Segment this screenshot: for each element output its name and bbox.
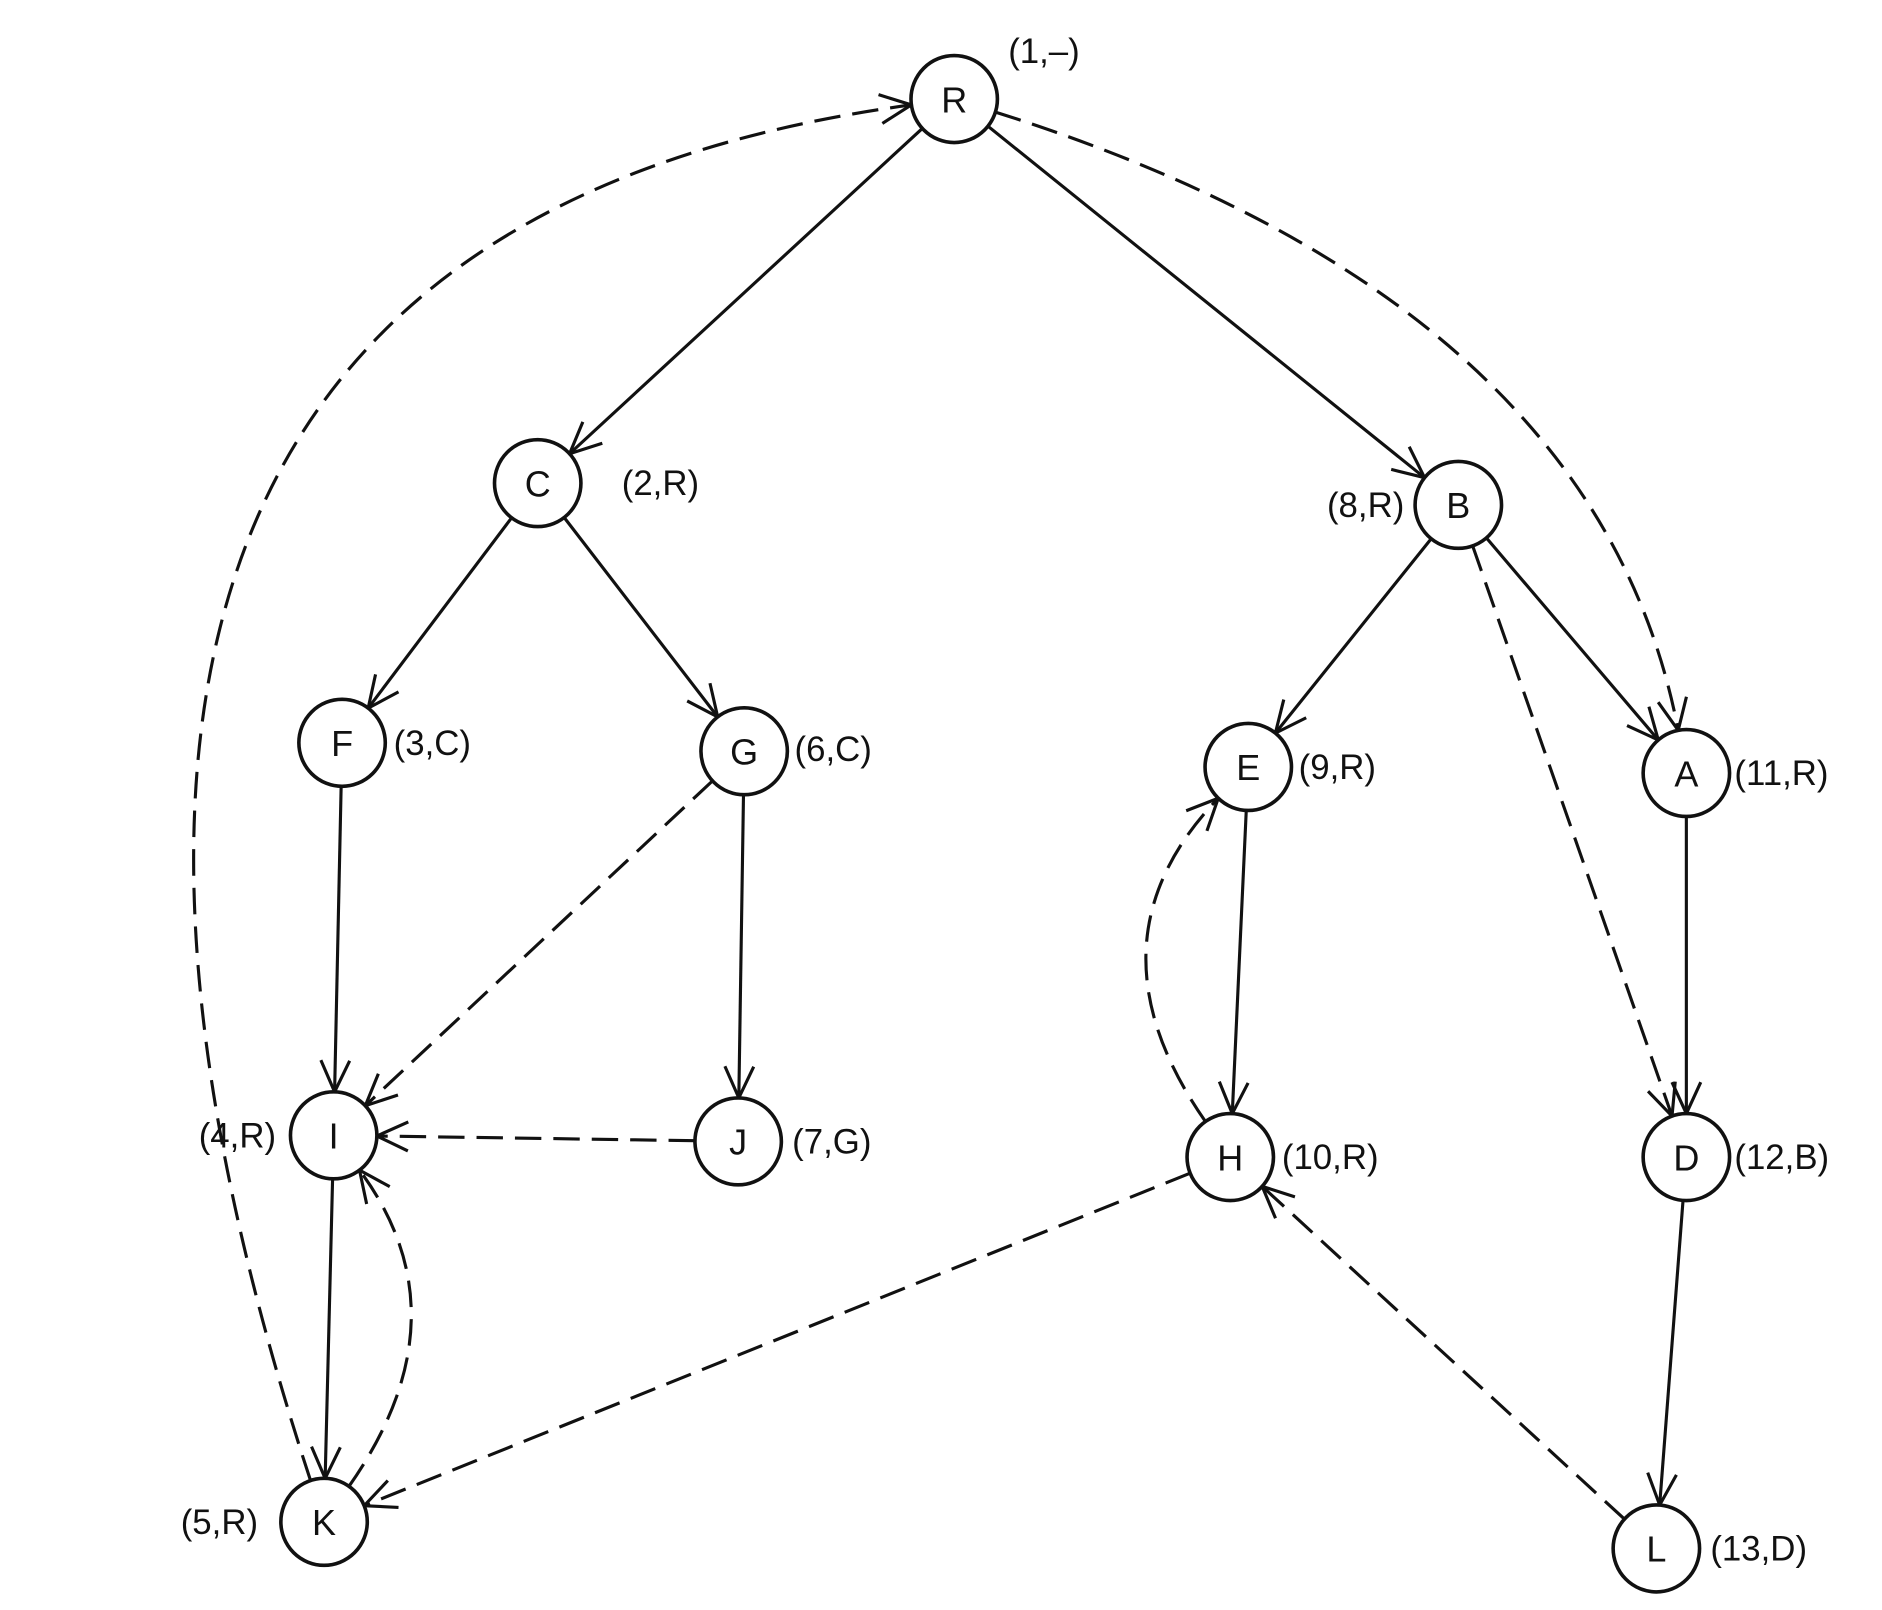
node-circle [699, 705, 790, 797]
edge-r-to-c [568, 127, 924, 455]
node-label: F [331, 723, 353, 764]
arrowhead-icon [1646, 1081, 1677, 1120]
node-circle [909, 53, 1000, 145]
edge-j-to-i [376, 1134, 695, 1143]
node-annotation: (13,D) [1710, 1529, 1807, 1568]
node-label: G [730, 731, 758, 772]
node-label: H [1217, 1137, 1243, 1178]
node-r: R [909, 53, 1000, 145]
arrowhead-icon [878, 93, 916, 125]
edge-k-to-i [347, 1169, 413, 1488]
node-circle [288, 1090, 379, 1181]
edge-r-to-a [994, 110, 1680, 731]
edge-h-to-e [1144, 797, 1220, 1123]
node-annotation: (3,C) [394, 724, 471, 763]
node-label: A [1674, 753, 1699, 794]
node-annotation: (1,–) [1008, 32, 1080, 71]
node-circle [1185, 1111, 1276, 1203]
node-annotation: (8,R) [1327, 486, 1404, 525]
node-circle [297, 697, 388, 789]
node-annotation: (11,R) [1734, 754, 1828, 793]
node-annotation: (7,G) [792, 1122, 871, 1161]
node-circle [1641, 1111, 1732, 1203]
node-a: A [1641, 727, 1732, 819]
node-annotation: (9,R) [1299, 748, 1376, 787]
node-annotation: (12,B) [1734, 1138, 1829, 1177]
node-label: J [729, 1122, 747, 1163]
node-i: I [288, 1090, 379, 1181]
node-circle [693, 1096, 784, 1187]
node-circle [1611, 1503, 1702, 1594]
edge-l-to-h [1261, 1185, 1626, 1521]
edge-b-to-d [1471, 545, 1674, 1117]
node-annotation: (10,R) [1282, 1138, 1379, 1177]
node-b: B [1413, 459, 1504, 551]
node-circle [1203, 721, 1294, 813]
node-circle [1641, 727, 1732, 819]
edge-c-to-f [366, 516, 513, 710]
edge-d-to-l [1658, 1200, 1685, 1506]
edge-r-to-b [986, 124, 1426, 479]
node-j: J [693, 1096, 784, 1187]
node-g: G [699, 705, 790, 797]
node-annotation: (2,R) [622, 464, 699, 503]
node-annotation: (6,C) [795, 730, 872, 769]
node-annotation: (5,R) [181, 1503, 258, 1542]
node-h: H [1185, 1111, 1276, 1203]
node-label: K [312, 1502, 336, 1543]
node-circle [1413, 459, 1504, 551]
node-e: E [1203, 721, 1294, 813]
edge-g-to-j [737, 794, 746, 1098]
node-label: B [1446, 485, 1470, 526]
node-f: F [297, 697, 388, 789]
node-d: D [1641, 1111, 1732, 1203]
node-circle [492, 437, 583, 529]
edge-b-to-a [1485, 536, 1660, 741]
edge-b-to-e [1274, 537, 1433, 735]
node-label: E [1236, 747, 1260, 788]
edge-i-to-k [323, 1178, 335, 1479]
edge-c-to-g [562, 516, 719, 718]
node-circle [279, 1476, 370, 1568]
edge-h-to-k [363, 1171, 1191, 1508]
node-c: C [492, 437, 583, 529]
edge-k-to-r [192, 103, 912, 1482]
edge-g-to-i [364, 779, 714, 1107]
node-k: K [279, 1476, 370, 1568]
node-l: L [1611, 1503, 1702, 1594]
edge-e-to-h [1230, 810, 1248, 1114]
node-annotation: (4,R) [199, 1116, 276, 1155]
node-label: D [1673, 1137, 1699, 1178]
node-label: C [525, 463, 551, 504]
edge-f-to-i [333, 786, 343, 1092]
node-label: R [941, 79, 967, 120]
node-label: L [1646, 1529, 1666, 1570]
node-label: I [329, 1116, 339, 1157]
